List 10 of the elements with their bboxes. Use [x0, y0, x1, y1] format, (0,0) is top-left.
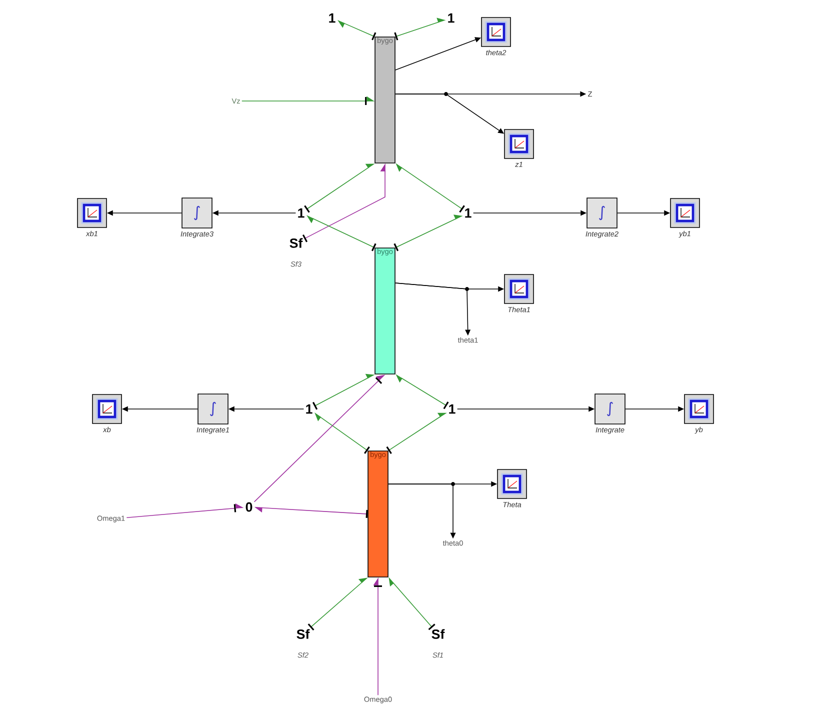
junction-label: 1 [306, 404, 312, 414]
junction-label: 1 [465, 208, 472, 218]
source-label: Sf [432, 629, 445, 639]
junction-label: 1 [298, 208, 304, 218]
junction-label: 1 [329, 13, 336, 23]
junction-label: 0 [246, 502, 252, 512]
junction-label: 1 [449, 404, 456, 414]
source-label: Sf [296, 629, 310, 639]
junction-label: 1 [448, 13, 454, 23]
source-label: Sf [290, 238, 303, 248]
